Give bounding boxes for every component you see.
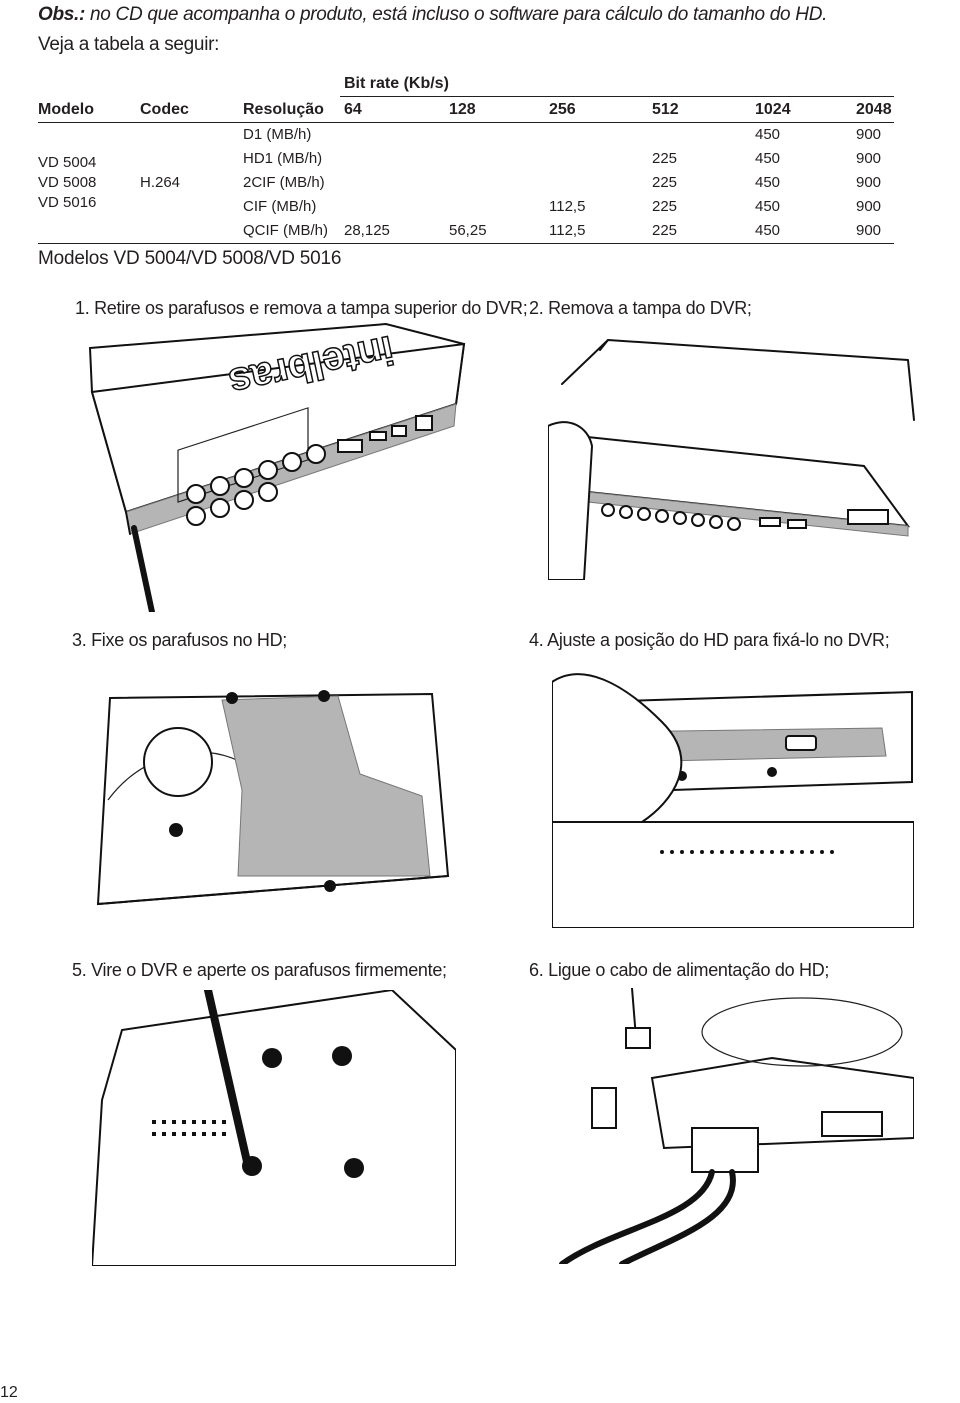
intro-text: Veja a tabela a seguir: [38, 34, 220, 55]
page-number: 12 [0, 1384, 18, 1401]
figure-fix-hd-screws [96, 690, 450, 906]
value-cell: 900 [856, 198, 882, 215]
col-header-resolution: Resolução [243, 101, 324, 118]
obs-text: no CD que acompanha o produto, está incl… [85, 4, 828, 25]
model-cell: VD 5016 [38, 194, 97, 211]
value-cell: 112,5 [549, 198, 586, 215]
section-title: Modelos VD 5004/VD 5008/VD 5016 [38, 248, 342, 269]
figure-adjust-hd [552, 673, 914, 928]
value-cell: 450 [755, 222, 781, 239]
value-cell: 900 [856, 126, 882, 143]
step-4-caption: 4. Ajuste a posição do HD para fixá-lo n… [529, 630, 890, 650]
step-1-caption: 1. Retire os parafusos e remova a tampa … [75, 298, 528, 318]
group-header-rule [340, 96, 894, 97]
resolution-cell: HD1 (MB/h) [243, 150, 323, 167]
value-cell: 225 [652, 150, 678, 167]
value-cell: 450 [755, 150, 781, 167]
col-header-model: Modelo [38, 101, 94, 118]
value-cell: 225 [652, 174, 678, 191]
resolution-cell: CIF (MB/h) [243, 198, 317, 215]
model-cell: VD 5008 [38, 174, 97, 191]
bitrate-group-header: Bit rate (Kb/s) [344, 75, 449, 92]
model-cell: VD 5004 [38, 154, 97, 171]
value-cell: 225 [652, 222, 678, 239]
figure-tighten-screws [92, 990, 456, 1266]
step-3-caption: 3. Fixe os parafusos no HD; [72, 630, 288, 650]
value-cell: 450 [755, 126, 781, 143]
col-header-256: 256 [549, 101, 576, 118]
value-cell: 450 [755, 174, 781, 191]
col-header-2048: 2048 [856, 101, 892, 118]
step-5-caption: 5. Vire o DVR e aperte os parafusos firm… [72, 960, 447, 980]
figure-remove-screws: intelbras [88, 322, 466, 612]
obs-note: Obs.: no CD que acompanha o produto, est… [38, 4, 827, 26]
value-cell: 28,125 [344, 222, 390, 239]
step-6-caption: 6. Ligue o cabo de alimentação do HD; [529, 960, 830, 980]
value-cell: 112,5 [549, 222, 586, 239]
codec-cell: H.264 [140, 174, 181, 191]
figure-connect-power [559, 988, 914, 1264]
resolution-cell: QCIF (MB/h) [243, 222, 328, 239]
figure-remove-cover [548, 339, 915, 580]
col-header-512: 512 [652, 101, 679, 118]
resolution-cell: D1 (MB/h) [243, 126, 312, 143]
col-header-codec: Codec [140, 101, 189, 118]
value-cell: 56,25 [449, 222, 487, 239]
obs-label: Obs.: [38, 4, 86, 25]
col-header-1024: 1024 [755, 101, 791, 118]
col-header-128: 128 [449, 101, 476, 118]
resolution-cell: 2CIF (MB/h) [243, 174, 325, 191]
step-2-caption: 2. Remova a tampa do DVR; [529, 298, 752, 318]
value-cell: 900 [856, 150, 882, 167]
value-cell: 900 [856, 222, 882, 239]
col-header-64: 64 [344, 101, 362, 118]
value-cell: 225 [652, 198, 678, 215]
table-bottom-rule [38, 243, 894, 244]
header-rule [38, 122, 894, 123]
value-cell: 900 [856, 174, 882, 191]
value-cell: 450 [755, 198, 781, 215]
